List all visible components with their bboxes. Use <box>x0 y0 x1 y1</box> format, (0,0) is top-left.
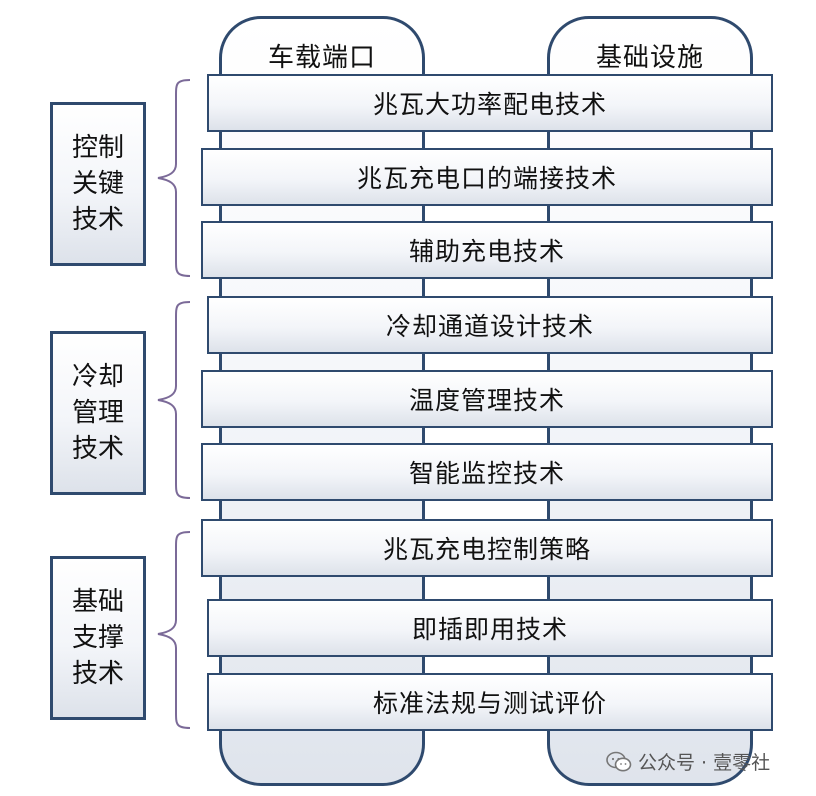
bar-technology: 兆瓦大功率配电技术 <box>207 74 773 132</box>
group-box-foundation: 基础支撑技术 <box>50 556 146 720</box>
bar-technology: 冷却通道设计技术 <box>207 296 773 354</box>
bar-technology: 智能监控技术 <box>201 443 773 501</box>
bar-technology: 温度管理技术 <box>201 370 773 428</box>
group-label-control: 控制关键技术 <box>71 133 124 235</box>
bracket-cooling <box>157 301 191 499</box>
bracket-foundation <box>157 531 191 729</box>
bar-technology: 兆瓦充电控制策略 <box>201 519 773 577</box>
group-label-cooling: 冷却管理技术 <box>71 362 124 464</box>
watermark: 公众号 · 壹零社 <box>606 748 770 775</box>
watermark-text: 公众号 · 壹零社 <box>638 752 771 774</box>
bar-technology: 辅助充电技术 <box>201 221 773 279</box>
pillar-vehicle-port-label: 车载端口 <box>267 43 376 73</box>
bar-technology: 兆瓦充电口的端接技术 <box>201 148 773 206</box>
bar-technology: 标准法规与测试评价 <box>207 673 773 731</box>
wechat-icon <box>606 751 632 771</box>
bar-technology: 即插即用技术 <box>207 599 773 657</box>
bracket-control <box>157 79 191 277</box>
group-box-cooling: 冷却管理技术 <box>50 331 146 495</box>
group-box-control: 控制关键技术 <box>50 102 146 266</box>
group-label-foundation: 基础支撑技术 <box>71 587 124 689</box>
pillar-infrastructure-label: 基础设施 <box>595 43 704 73</box>
